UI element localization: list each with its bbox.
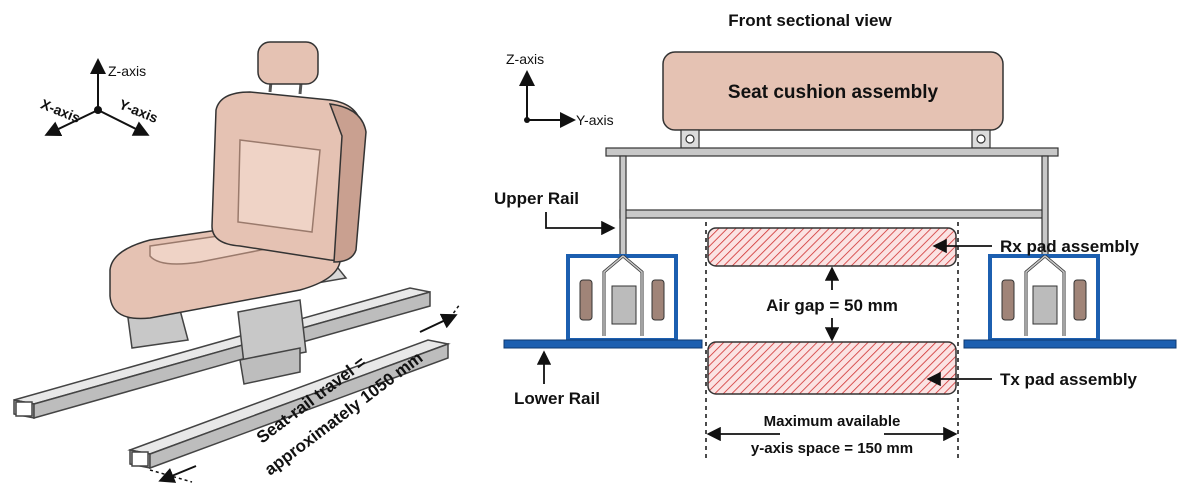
max-space-label-line2: y-axis space = 150 mm <box>751 440 913 457</box>
lower-rail-label: Lower Rail <box>514 389 600 408</box>
rx-pad-label: Rx pad assembly <box>1000 237 1139 256</box>
section-title: Front sectional view <box>728 11 892 30</box>
tx-pad <box>707 341 957 395</box>
upper-rail-label: Upper Rail <box>494 189 579 208</box>
y-axis-label-2d: Y-axis <box>576 112 614 128</box>
lower-rail-right <box>963 254 1177 349</box>
seat-cushion-label: Seat cushion assembly <box>728 82 939 103</box>
y-axis-label: Y-axis <box>117 96 161 126</box>
upper-rail-frame <box>605 147 1059 257</box>
axis-triad-2d: Z-axis Y-axis <box>506 51 614 128</box>
cushion-brackets <box>680 129 991 149</box>
seat-cushion-block <box>662 51 1004 131</box>
air-gap-label: Air gap = 50 mm <box>766 296 898 315</box>
headrest <box>257 41 319 85</box>
upper-rail-leader <box>545 212 616 236</box>
seat-3d-illustration: Z-axis X-axis Y-axis <box>0 0 480 497</box>
z-axis-label: Z-axis <box>108 63 146 79</box>
seat-backrest <box>211 41 367 263</box>
tx-pad-label: Tx pad assembly <box>1000 370 1138 389</box>
z-axis-label-2d: Z-axis <box>506 51 544 67</box>
x-axis-label: X-axis <box>38 96 82 126</box>
rx-pad <box>707 227 957 267</box>
front-sectional-view: Front sectional view Z-axis Y-axis Seat … <box>480 0 1182 497</box>
max-space-label-line1: Maximum available <box>764 413 901 430</box>
seat-rails <box>13 287 451 470</box>
axis-triad: Z-axis X-axis Y-axis <box>38 58 161 137</box>
travel-indicator <box>149 303 461 483</box>
lower-rail-left <box>503 254 703 349</box>
